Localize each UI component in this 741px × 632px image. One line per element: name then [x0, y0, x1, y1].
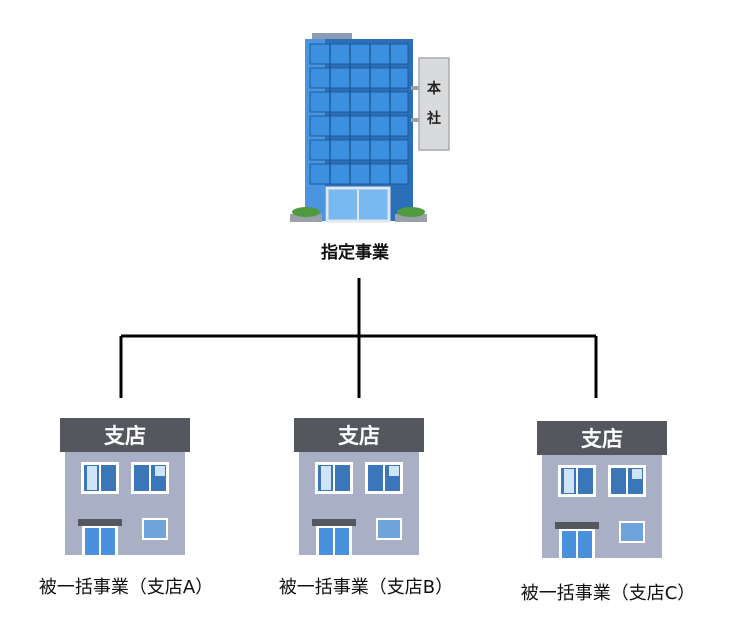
- branch-a-building-icon: 支店: [60, 418, 190, 555]
- hq-label: 指定事業: [321, 243, 389, 263]
- branch-c-sign: 支店: [581, 427, 623, 451]
- hq-sign-char-1: 本: [427, 80, 442, 97]
- headquarters-building-icon: 本 社: [290, 33, 450, 223]
- branch-c-label: 被一括事業（支店C）: [520, 583, 696, 604]
- branch-a-label: 被一括事業（支店A）: [38, 577, 214, 598]
- hq-sign-char-2: 社: [426, 110, 441, 127]
- branch-b-label: 被一括事業（支店B）: [278, 577, 454, 598]
- branch-b-sign: 支店: [338, 424, 380, 448]
- branch-a-sign: 支店: [104, 424, 146, 448]
- branch-b-building-icon: 支店: [294, 418, 424, 555]
- branch-c-building-icon: 支店: [537, 421, 667, 558]
